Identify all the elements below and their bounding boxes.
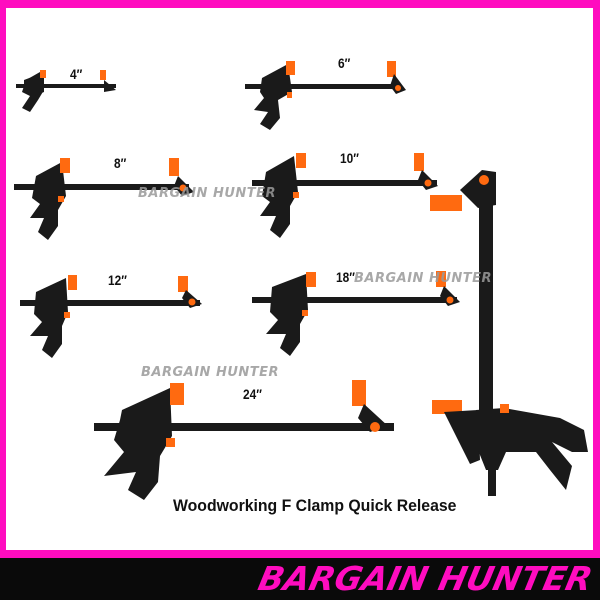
size-label-12in: 12″ (108, 272, 127, 288)
watermark-1: BARGAIN HUNTER (138, 186, 277, 201)
clamp-8in (14, 158, 194, 240)
size-label-6in: 6″ (338, 55, 351, 71)
brand-banner: BARGAIN HUNTER (0, 558, 600, 600)
product-caption: Woodworking F Clamp Quick Release (173, 496, 457, 515)
watermark-2: BARGAIN HUNTER (354, 271, 493, 286)
size-label-18in: 18″ (336, 269, 355, 285)
clamp-illustrations (14, 61, 588, 500)
size-label-8in: 8″ (114, 155, 127, 171)
clamp-6in (245, 61, 406, 130)
clamp-12in (20, 275, 202, 358)
clamp-4in (16, 70, 116, 112)
clamp-10in (252, 153, 438, 238)
brand-logo-text: BARGAIN HUNTER (255, 559, 597, 598)
clamp-vertical-large (430, 170, 588, 496)
size-label-4in: 4″ (70, 66, 83, 82)
size-label-24in: 24″ (243, 386, 262, 402)
watermark-3: BARGAIN HUNTER (141, 365, 280, 380)
product-image-area: 4″ 6″ 8″ 10″ 12″ 18″ 24″ BARGAIN HUNTER … (6, 8, 593, 550)
clamp-18in (252, 271, 460, 356)
clamp-24in (94, 380, 394, 500)
size-label-10in: 10″ (340, 150, 359, 166)
